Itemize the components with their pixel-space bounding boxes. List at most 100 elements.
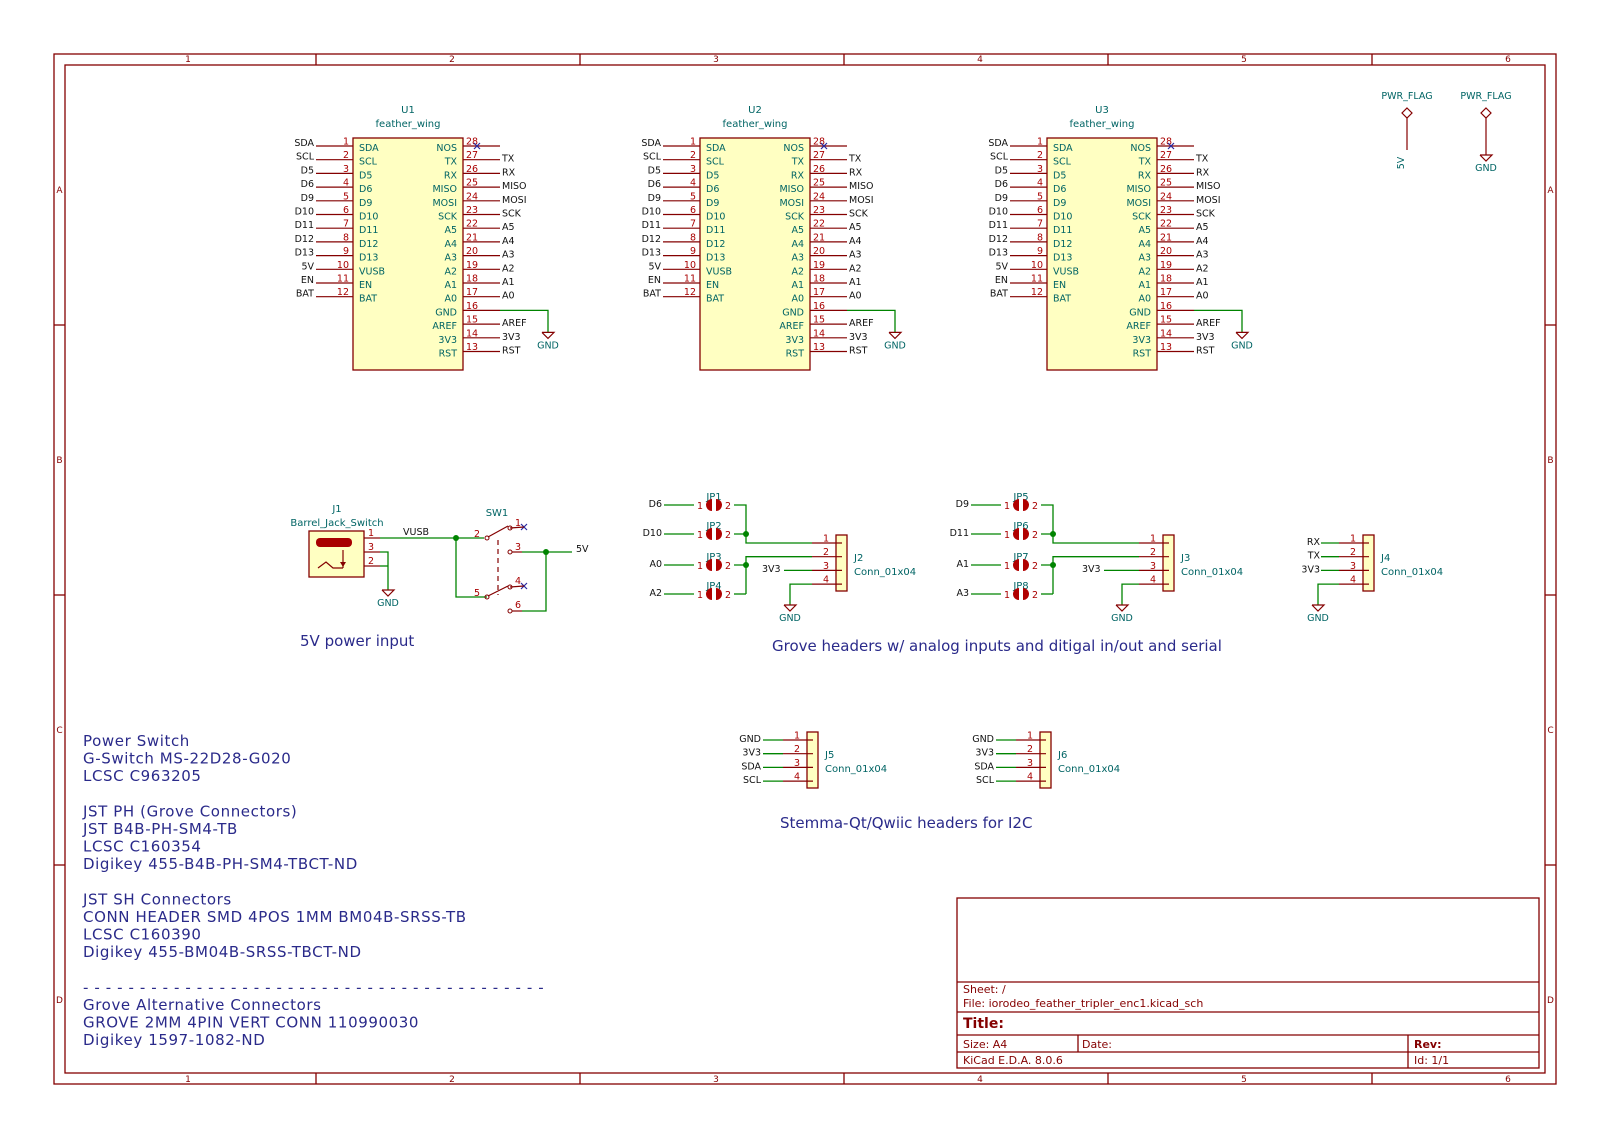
pin-number: 14: [813, 328, 825, 339]
j1-pin-3: 3: [368, 542, 374, 553]
pin-name: D5: [1053, 170, 1066, 181]
pin-name: GND: [1129, 307, 1151, 318]
net-label: A0: [849, 291, 862, 302]
pin-name: A5: [791, 225, 804, 236]
pin-name: D11: [359, 225, 378, 236]
connector-ref: J2: [853, 553, 863, 564]
net-label: A3: [502, 250, 515, 261]
jumper-pin: 1: [1004, 501, 1010, 512]
jumper-pad: [1023, 499, 1029, 511]
pin-name: RST: [1133, 349, 1152, 360]
net-label: A0: [502, 291, 515, 302]
pin-number: 2: [823, 547, 829, 558]
jumper-pin: 2: [725, 590, 731, 601]
sw1-ref: SW1: [486, 508, 509, 519]
pin-number: 4: [343, 178, 349, 189]
sw1-pin-1: 1: [515, 518, 521, 529]
j1-ref: J1: [331, 504, 341, 515]
note-line: JST PH (Grove Connectors): [82, 802, 297, 820]
net-label: 3V3: [742, 748, 761, 759]
pin-name: D11: [1053, 225, 1072, 236]
jumper-pin: 2: [725, 561, 731, 572]
tb-rev: Rev:: [1414, 1038, 1442, 1051]
jumper-pin: 2: [1032, 590, 1038, 601]
pin-number: 15: [1160, 315, 1172, 326]
no-connect-mark: [1167, 142, 1175, 150]
pin-name: 3V3: [438, 335, 457, 346]
pin-number: 28: [466, 137, 478, 148]
vusb-net-label: VUSB: [403, 527, 429, 538]
jumper-ref: JP5: [1012, 492, 1028, 503]
pin-name: GND: [782, 307, 804, 318]
pwr-flag-label: PWR_FLAG: [1460, 91, 1511, 102]
col-label-bottom: 5: [1241, 1075, 1247, 1085]
pin-name: A2: [1138, 266, 1151, 277]
pin-number: 2: [1027, 744, 1033, 755]
pin-number: 9: [1037, 246, 1043, 257]
note-line: Digikey 455-BM04B-SRSS-TBCT-ND: [83, 943, 362, 961]
pin-number: 1: [1037, 137, 1043, 148]
j1-value: Barrel_Jack_Switch: [290, 518, 383, 529]
sw1-pin-6: 6: [515, 600, 521, 611]
pin-number: 3: [1027, 758, 1033, 769]
connector-body: [1362, 534, 1375, 592]
pin-number: 7: [1037, 219, 1043, 230]
pin-number: 17: [1160, 287, 1172, 298]
net-label: A4: [849, 236, 862, 247]
net-label: SCK: [849, 209, 869, 220]
pin-name: D9: [1053, 198, 1066, 209]
pin-name: A4: [1138, 239, 1151, 250]
pin-number: 1: [690, 137, 696, 148]
jumper-pad: [1013, 588, 1019, 600]
net-label: D13: [295, 248, 314, 259]
net-label: A0: [1196, 291, 1209, 302]
net-label: A5: [502, 222, 515, 233]
connector-ref: J3: [1180, 553, 1190, 564]
note-line: Power Switch: [83, 732, 190, 750]
net-label: RST: [1196, 346, 1215, 357]
pin-name: A4: [444, 239, 457, 250]
net-label: SDA: [294, 138, 314, 149]
tb-tool: KiCad E.D.A. 8.0.6: [963, 1054, 1063, 1067]
jumper-pad: [716, 528, 722, 540]
pin-name: D12: [1053, 239, 1072, 250]
jumper-pin: 2: [725, 530, 731, 541]
jumper-ref: JP1: [705, 492, 721, 503]
net-label: EN: [648, 275, 661, 286]
net-label: GND: [972, 734, 994, 745]
pin-number: 24: [813, 191, 825, 202]
col-label-bottom: 1: [185, 1075, 191, 1085]
note-line: - - - - - - - - - - - - - - - - - - - - …: [83, 978, 544, 996]
net-label: D6: [648, 179, 661, 190]
jumper-ref: JP8: [1012, 581, 1028, 592]
pin-number: 2: [1037, 150, 1043, 161]
gnd-symbol-grove: GND: [1111, 604, 1133, 624]
pin-number: 17: [813, 287, 825, 298]
net-label: AREF: [849, 318, 874, 329]
pin-name: TX: [444, 157, 458, 168]
pin-number: 3: [794, 758, 800, 769]
net-label: D12: [642, 234, 661, 245]
net-label: D6: [995, 179, 1008, 190]
col-label-top: 2: [449, 55, 455, 65]
net-label: A1: [1196, 277, 1209, 288]
pin-number: 12: [337, 287, 349, 298]
pin-number: 28: [813, 137, 825, 148]
row-label-left: D: [56, 996, 63, 1006]
pwr-flag-diamond: [1401, 107, 1413, 119]
feather-ref: U3: [1095, 105, 1109, 116]
connector-ref: J4: [1380, 553, 1390, 564]
jumper-pin: 1: [697, 501, 703, 512]
row-label-right: A: [1547, 186, 1554, 196]
connector-value: Conn_01x04: [1181, 567, 1243, 578]
sw1-pin-2: 2: [474, 529, 480, 540]
pin-number: 7: [690, 219, 696, 230]
pin-name: SCK: [438, 212, 458, 223]
